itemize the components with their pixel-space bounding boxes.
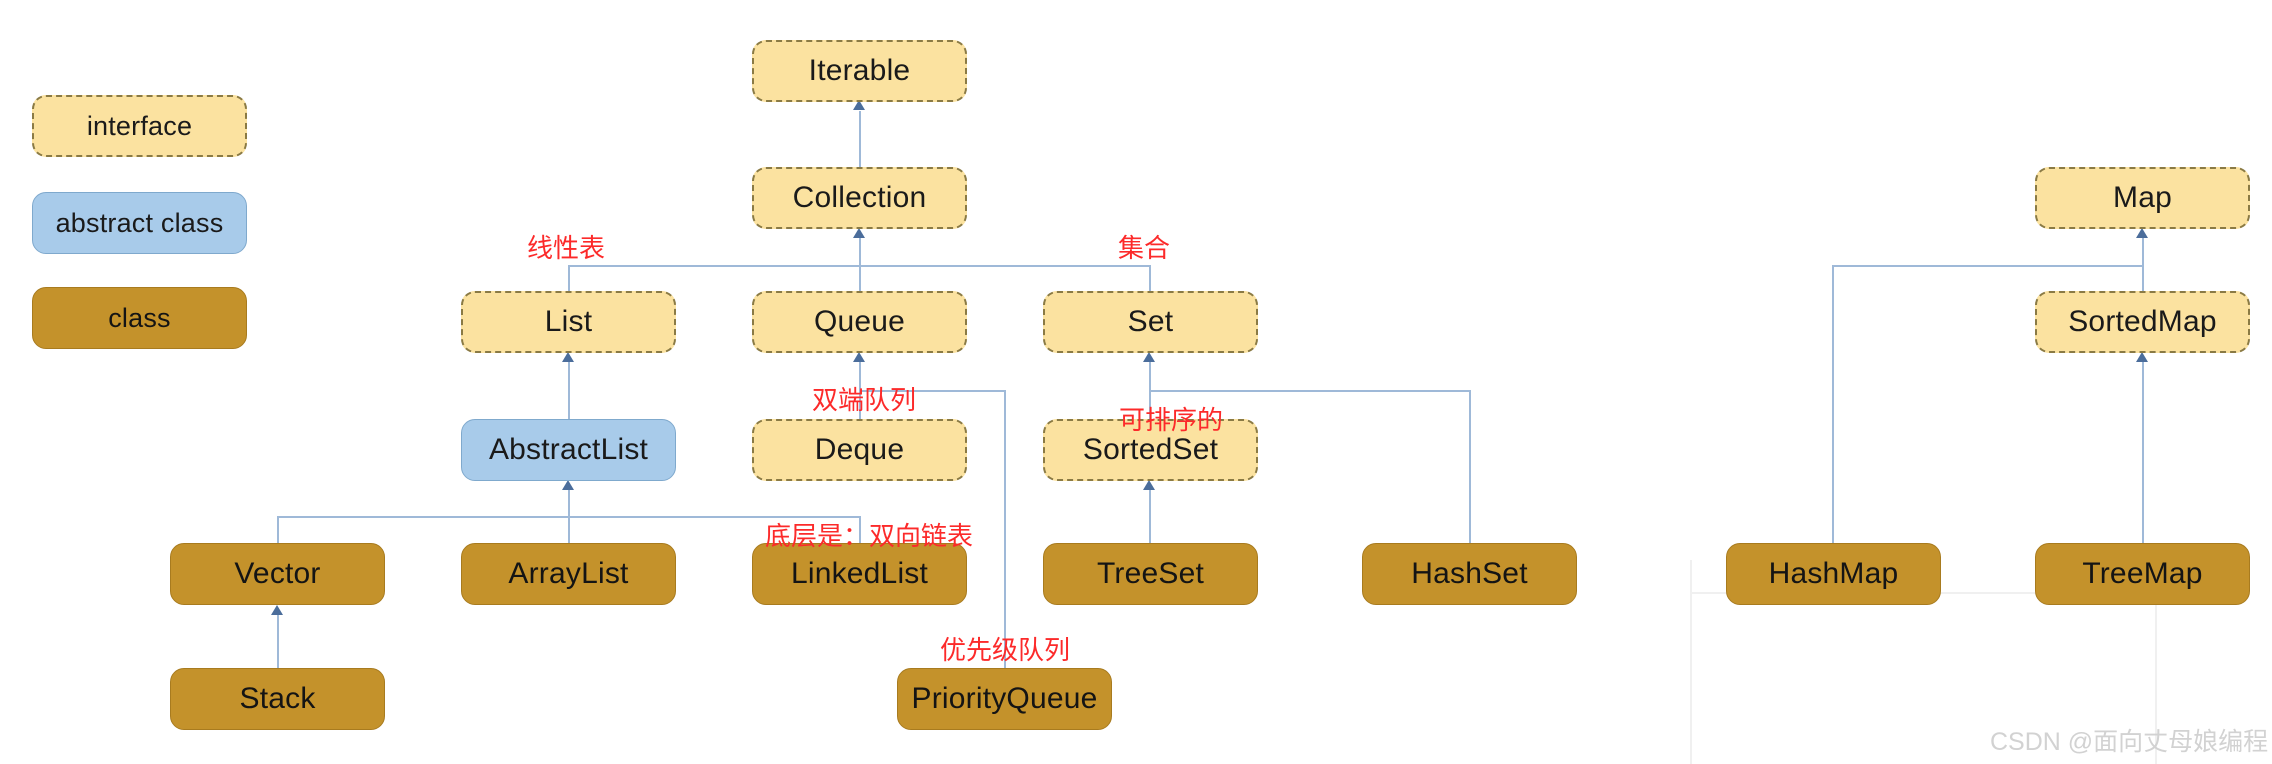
- arrowhead-sortedset: [1143, 480, 1155, 490]
- node-sortedset[interactable]: SortedSet: [1043, 419, 1258, 481]
- edge-collection-to-iterable: [859, 111, 861, 169]
- arrowhead-map: [2136, 228, 2148, 238]
- arrowhead-abstractlist: [562, 480, 574, 490]
- edge-bus-drop-linkedlist: [859, 516, 861, 543]
- node-label-vector: Vector: [234, 557, 321, 590]
- csdn-watermark: CSDN @面向丈母娘编程: [1990, 728, 2269, 756]
- node-label-list: List: [544, 305, 593, 338]
- annotation-priority-queue: 优先级队列: [940, 635, 1071, 665]
- arrowhead-vector: [271, 605, 283, 615]
- arrowhead-set: [1143, 352, 1155, 362]
- node-label-set: Set: [1127, 305, 1174, 338]
- node-label-sortedmap: SortedMap: [2068, 305, 2217, 338]
- node-label-iterable: Iterable: [808, 54, 911, 87]
- edge-treeset-to-sortedset: [1149, 490, 1151, 543]
- edge-bus-drop-list: [568, 265, 570, 292]
- node-queue[interactable]: Queue: [752, 291, 967, 353]
- node-label-treemap: TreeMap: [2082, 557, 2203, 590]
- node-priorityqueue[interactable]: PriorityQueue: [897, 668, 1112, 730]
- node-label-deque: Deque: [814, 433, 905, 466]
- edge-abstractlist-to-list: [568, 362, 570, 420]
- node-map[interactable]: Map: [2035, 167, 2250, 229]
- edge-priorityqueue-elbow-vertical: [1004, 390, 1006, 671]
- edge-hashmap-elbow-vertical: [1832, 265, 1834, 543]
- edge-hashset-elbow-vertical: [1469, 390, 1471, 545]
- watermark-guide-line-left: [1690, 560, 1692, 764]
- annotation-linkedlist-impl: 底层是：双向链表: [765, 521, 974, 551]
- node-label-map: Map: [2113, 181, 2172, 214]
- edge-bus-drop-set: [1149, 265, 1151, 292]
- legend-item-interface: interface: [32, 95, 247, 157]
- annotation-sortable: 可排序的: [1119, 405, 1224, 435]
- node-deque[interactable]: Deque: [752, 419, 967, 481]
- watermark-guide-line-right: [2155, 560, 2157, 764]
- arrowhead-queue: [853, 352, 865, 362]
- legend-item-abstract-class: abstract class: [32, 192, 247, 254]
- node-label-treeset: TreeSet: [1096, 557, 1204, 590]
- annotation-collection-set: 集合: [1118, 233, 1171, 263]
- node-linkedlist[interactable]: LinkedList: [752, 543, 967, 605]
- node-stack[interactable]: Stack: [170, 668, 385, 730]
- node-arraylist[interactable]: ArrayList: [461, 543, 676, 605]
- node-vector[interactable]: Vector: [170, 543, 385, 605]
- node-treemap[interactable]: TreeMap: [2035, 543, 2250, 605]
- arrowhead-iterable: [853, 100, 865, 110]
- node-list[interactable]: List: [461, 291, 676, 353]
- node-hashset[interactable]: HashSet: [1362, 543, 1577, 605]
- annotation-linear-list: 线性表: [527, 233, 606, 263]
- node-label-hashset: HashSet: [1411, 557, 1528, 590]
- node-abstractlist[interactable]: AbstractList: [461, 419, 676, 481]
- edge-bus-drop-vector: [277, 516, 279, 543]
- node-label-linkedlist: LinkedList: [790, 557, 929, 590]
- node-label-abstractlist: AbstractList: [488, 433, 649, 466]
- annotation-deque: 双端队列: [812, 385, 917, 415]
- edge-sortedmap-to-map: [2142, 238, 2144, 292]
- node-hashmap[interactable]: HashMap: [1726, 543, 1941, 605]
- edge-bus-collection-horizontal: [568, 265, 1151, 267]
- node-set[interactable]: Set: [1043, 291, 1258, 353]
- edge-treemap-to-sortedmap: [2142, 362, 2144, 543]
- node-label-arraylist: ArrayList: [508, 557, 629, 590]
- legend-label-abstract-class: abstract class: [55, 207, 224, 238]
- edge-priorityqueue-elbow-horizontal: [859, 390, 1006, 392]
- edge-hashset-elbow-horizontal: [1149, 390, 1471, 392]
- edge-stack-to-vector: [277, 615, 279, 668]
- node-label-hashmap: HashMap: [1768, 557, 1899, 590]
- legend-item-class: class: [32, 287, 247, 349]
- legend-label-class: class: [108, 302, 171, 333]
- arrowhead-collection: [853, 228, 865, 238]
- node-label-queue: Queue: [813, 305, 906, 338]
- arrowhead-list: [562, 352, 574, 362]
- node-label-collection: Collection: [792, 181, 927, 214]
- edge-bus-abstractlist-horizontal: [277, 516, 860, 518]
- node-label-priorityqueue: PriorityQueue: [911, 682, 1098, 715]
- legend-label-interface: interface: [86, 110, 193, 141]
- node-collection[interactable]: Collection: [752, 167, 967, 229]
- edge-hashmap-elbow-horizontal: [1832, 265, 2143, 267]
- node-label-sortedset: SortedSet: [1082, 433, 1219, 466]
- node-label-stack: Stack: [239, 682, 316, 715]
- node-iterable[interactable]: Iterable: [752, 40, 967, 102]
- node-sortedmap[interactable]: SortedMap: [2035, 291, 2250, 353]
- node-treeset[interactable]: TreeSet: [1043, 543, 1258, 605]
- arrowhead-sortedmap: [2136, 352, 2148, 362]
